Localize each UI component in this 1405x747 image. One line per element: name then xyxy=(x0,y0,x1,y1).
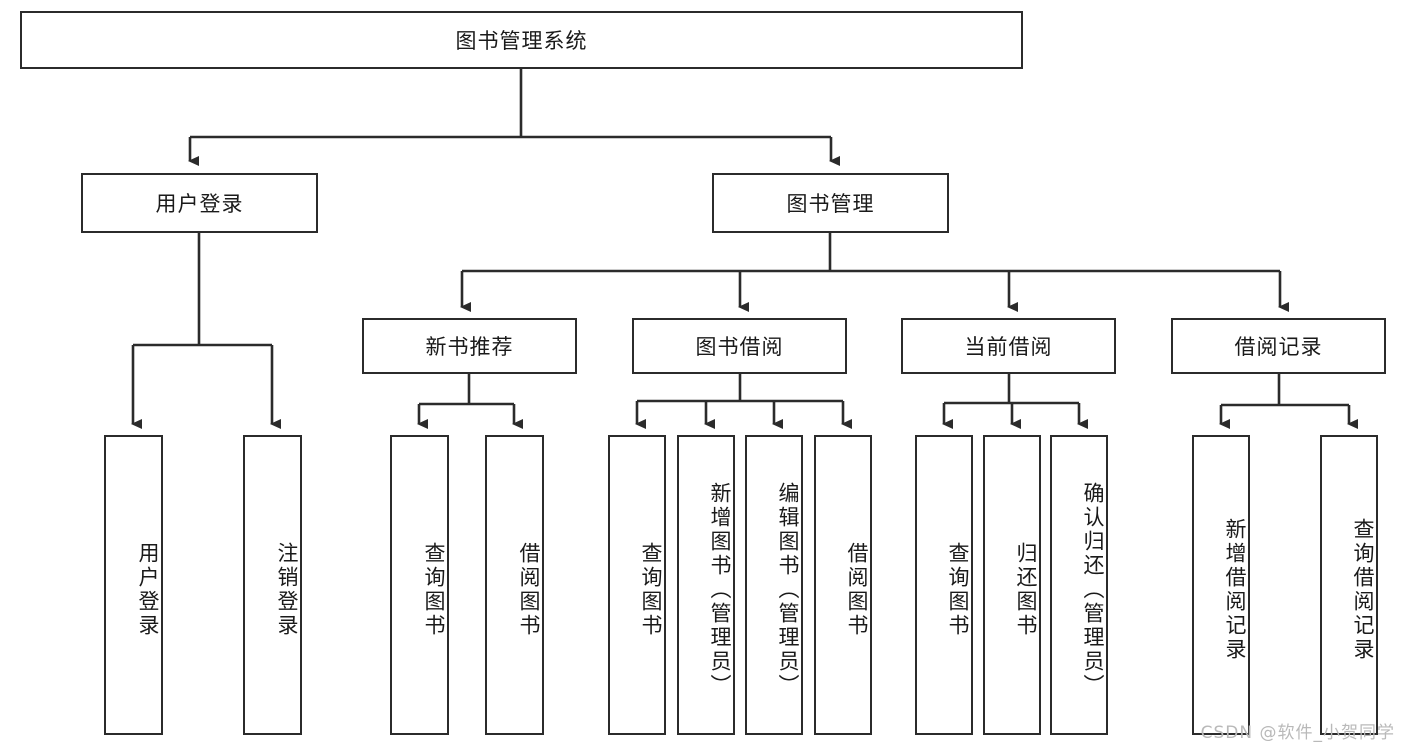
node-label: 新书推荐 xyxy=(425,335,514,359)
leaf-confirm-return-admin[interactable]: 确认归还（管理员） xyxy=(1050,435,1108,735)
leaf-query-book-borrow[interactable]: 查询图书 xyxy=(608,435,666,735)
node-label: 借阅记录 xyxy=(1234,335,1323,359)
node-label: 新增借阅记录 xyxy=(1223,518,1247,662)
leaf-query-book-recommend[interactable]: 查询图书 xyxy=(390,435,449,735)
node-label: 注销登录 xyxy=(275,542,299,638)
leaf-query-book-current[interactable]: 查询图书 xyxy=(915,435,973,735)
leaf-add-book-admin[interactable]: 新增图书（管理员） xyxy=(677,435,735,735)
node-label: 借阅图书 xyxy=(845,542,869,638)
node-label: 图书管理 xyxy=(786,192,875,216)
node-label: 图书借阅 xyxy=(695,335,784,359)
node-root-book-management-system[interactable]: 图书管理系统 xyxy=(20,11,1023,69)
node-new-book-recommend[interactable]: 新书推荐 xyxy=(362,318,577,374)
node-label: 编辑图书（管理员） xyxy=(776,482,800,698)
node-current-borrow[interactable]: 当前借阅 xyxy=(901,318,1116,374)
node-label: 图书管理系统 xyxy=(455,29,588,53)
leaf-logout[interactable]: 注销登录 xyxy=(243,435,302,735)
node-label: 新增图书（管理员） xyxy=(708,482,732,698)
node-user-login[interactable]: 用户登录 xyxy=(81,173,318,233)
node-borrow-records[interactable]: 借阅记录 xyxy=(1171,318,1386,374)
leaf-borrow-book-recommend[interactable]: 借阅图书 xyxy=(485,435,544,735)
node-label: 当前借阅 xyxy=(964,335,1053,359)
node-label: 查询图书 xyxy=(946,542,970,638)
node-label: 确认归还（管理员） xyxy=(1081,482,1105,698)
node-label: 用户登录 xyxy=(136,542,160,638)
node-label: 查询图书 xyxy=(422,542,446,638)
node-label: 借阅图书 xyxy=(517,542,541,638)
watermark: CSDN @软件_小贺同学 xyxy=(1200,723,1395,743)
node-book-management[interactable]: 图书管理 xyxy=(712,173,949,233)
node-label: 查询图书 xyxy=(639,542,663,638)
leaf-return-book[interactable]: 归还图书 xyxy=(983,435,1041,735)
leaf-user-login[interactable]: 用户登录 xyxy=(104,435,163,735)
node-label: 查询借阅记录 xyxy=(1351,518,1375,662)
node-book-borrow[interactable]: 图书借阅 xyxy=(632,318,847,374)
leaf-query-borrow-record[interactable]: 查询借阅记录 xyxy=(1320,435,1378,735)
node-label: 归还图书 xyxy=(1014,542,1038,638)
node-label: 用户登录 xyxy=(155,192,244,216)
leaf-edit-book-admin[interactable]: 编辑图书（管理员） xyxy=(745,435,803,735)
leaf-add-borrow-record[interactable]: 新增借阅记录 xyxy=(1192,435,1250,735)
leaf-borrow-book[interactable]: 借阅图书 xyxy=(814,435,872,735)
